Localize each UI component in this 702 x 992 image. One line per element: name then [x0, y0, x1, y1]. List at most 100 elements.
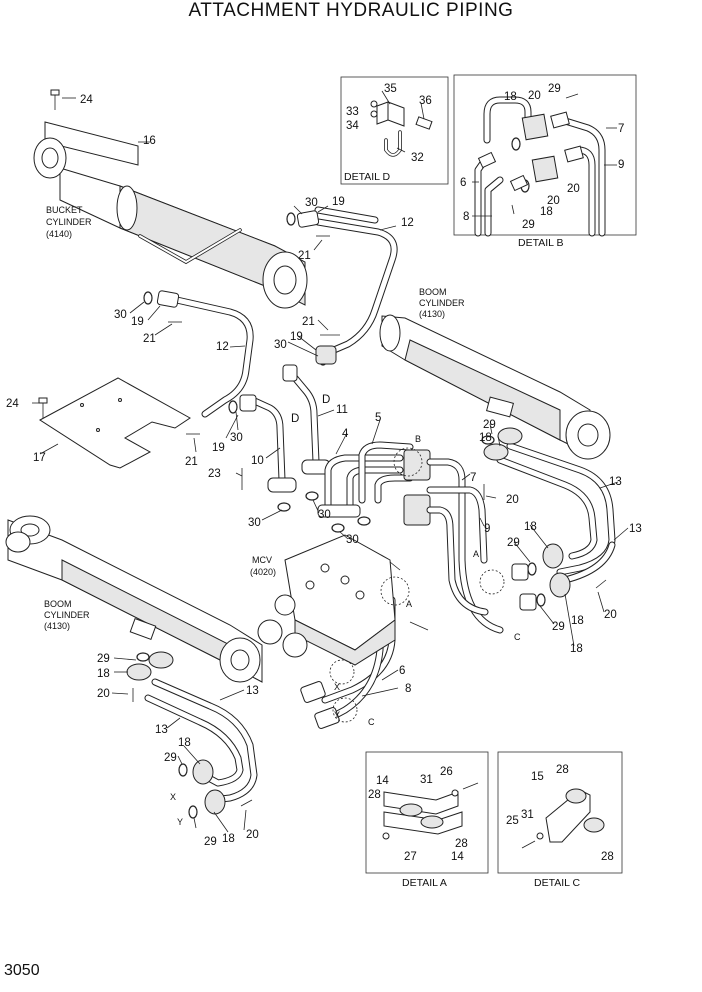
- pipe-13-right: [496, 442, 616, 584]
- marker-y-left: Y: [177, 817, 183, 827]
- pn-19-left: 19: [131, 316, 144, 328]
- bucket-cylinder-label-1: BUCKET: [46, 205, 83, 215]
- pn-7: 7: [470, 472, 476, 484]
- boom-cylinder-left-label-1: BOOM: [44, 599, 72, 609]
- pn-24-left: 24: [6, 398, 19, 410]
- pn-8-b: 8: [463, 211, 469, 223]
- pn-18-b2: 18: [540, 206, 553, 218]
- pipe-11: [286, 368, 331, 475]
- bucket-cylinder-label-2: CYLINDER: [46, 217, 92, 227]
- flanges: [126, 210, 571, 815]
- pn-4: 4: [342, 428, 349, 440]
- pn-28-c1: 28: [556, 764, 569, 776]
- boom-cylinder-right: [379, 314, 611, 460]
- pn-19-mid: 19: [290, 331, 303, 343]
- pn-30-b: 30: [318, 509, 331, 521]
- pn-14-a2: 14: [451, 851, 464, 863]
- mcv-valve: [257, 534, 396, 666]
- pn-30-left: 30: [114, 309, 127, 321]
- pn-35: 35: [384, 83, 397, 95]
- leader-lines: [32, 97, 629, 833]
- bucket-cylinder-label-3: (4140): [46, 229, 72, 239]
- marker-d-1: D: [291, 413, 299, 425]
- pn-23: 23: [208, 468, 221, 480]
- part-number-callouts: 24 16 30 19 12 21 30 19 21 12 24 17 30 1…: [6, 83, 642, 863]
- pn-13-r2: 13: [629, 523, 642, 535]
- boom-cylinder-right-label-2: CYLINDER: [419, 298, 465, 308]
- pn-13-l2: 13: [155, 724, 168, 736]
- pn-29-b2: 29: [522, 219, 535, 231]
- pn-24-top: 24: [80, 94, 93, 106]
- detail-a-box: [365, 751, 489, 874]
- marker-c-right: C: [514, 632, 521, 642]
- pn-26: 26: [440, 766, 453, 778]
- detail-d-title: DETAIL D: [344, 171, 391, 183]
- boom-cylinder-right-label-1: BOOM: [419, 287, 447, 297]
- pn-27: 27: [404, 851, 417, 863]
- pn-18-l1: 18: [97, 668, 110, 680]
- detail-d-box: [340, 76, 449, 185]
- pipe-12-upper: [314, 206, 398, 360]
- detail-c-title: DETAIL C: [534, 877, 581, 889]
- pn-32: 32: [411, 152, 424, 164]
- pn-8: 8: [405, 683, 411, 695]
- pipe-7: [426, 458, 504, 634]
- mcv-label-2: (4020): [250, 567, 276, 577]
- pn-9: 9: [484, 523, 490, 535]
- pn-18-r1: 18: [479, 432, 492, 444]
- pn-15: 15: [531, 771, 544, 783]
- pn-11: 11: [336, 404, 348, 416]
- pn-30-a: 30: [248, 517, 261, 529]
- pn-28-c2: 28: [601, 851, 614, 863]
- pn-34: 34: [346, 120, 359, 132]
- pn-10: 10: [251, 455, 264, 467]
- pn-28-a1: 28: [368, 789, 381, 801]
- detail-titles: DETAIL D DETAIL B DETAIL A DETAIL C: [344, 171, 581, 889]
- pn-21-lower: 21: [185, 456, 198, 468]
- pn-16: 16: [143, 135, 156, 147]
- pn-12-left: 12: [216, 341, 229, 353]
- pn-20-l1: 20: [97, 688, 110, 700]
- detail-c-box: [497, 751, 623, 874]
- pn-13-l1: 13: [246, 685, 259, 697]
- pn-18-r3: 18: [570, 643, 583, 655]
- pn-18-b1: 18: [504, 91, 517, 103]
- pn-29-r2: 29: [507, 537, 520, 549]
- flange-blocks: [403, 449, 431, 526]
- pn-31-a: 31: [420, 774, 433, 786]
- pn-13-r1: 13: [609, 476, 622, 488]
- pn-19-lower: 19: [212, 442, 225, 454]
- pn-18-l2: 18: [178, 737, 191, 749]
- page-title: ATTACHMENT HYDRAULIC PIPING: [188, 0, 514, 21]
- pn-30-mid: 30: [274, 339, 287, 351]
- pn-29-l3: 29: [204, 836, 217, 848]
- pn-20-r1: 20: [506, 494, 519, 506]
- pn-29-l2: 29: [164, 752, 177, 764]
- pipe-10: [244, 394, 297, 493]
- pipe-5: [358, 441, 414, 504]
- pn-6: 6: [399, 665, 405, 677]
- marker-x-mcv: X: [334, 682, 340, 692]
- marker-a-mcv: A: [406, 599, 412, 609]
- pn-21-mid: 21: [302, 316, 315, 328]
- pn-20-b3: 20: [547, 195, 560, 207]
- o-rings: [136, 212, 546, 819]
- pn-18-r2: 18: [524, 521, 537, 533]
- pn-33: 33: [346, 106, 359, 118]
- marker-x-left: X: [170, 792, 176, 802]
- marker-y-mcv: Y: [334, 710, 340, 720]
- pipe-12-lower: [164, 294, 254, 418]
- marker-c-lower: C: [368, 717, 375, 727]
- marker-d-2: D: [322, 394, 330, 406]
- pipe-13-left: [144, 678, 258, 804]
- pipe-9: [426, 486, 489, 616]
- pn-29-r3: 29: [552, 621, 565, 633]
- pn-29-r1: 29: [483, 419, 496, 431]
- boom-cylinder-left-label-2: CYLINDER: [44, 610, 90, 620]
- pn-25: 25: [506, 815, 519, 827]
- pn-6-b: 6: [460, 177, 466, 189]
- pn-28-a2: 28: [455, 838, 468, 850]
- pn-21-top: 21: [298, 250, 311, 262]
- detail-b-title: DETAIL B: [518, 237, 564, 249]
